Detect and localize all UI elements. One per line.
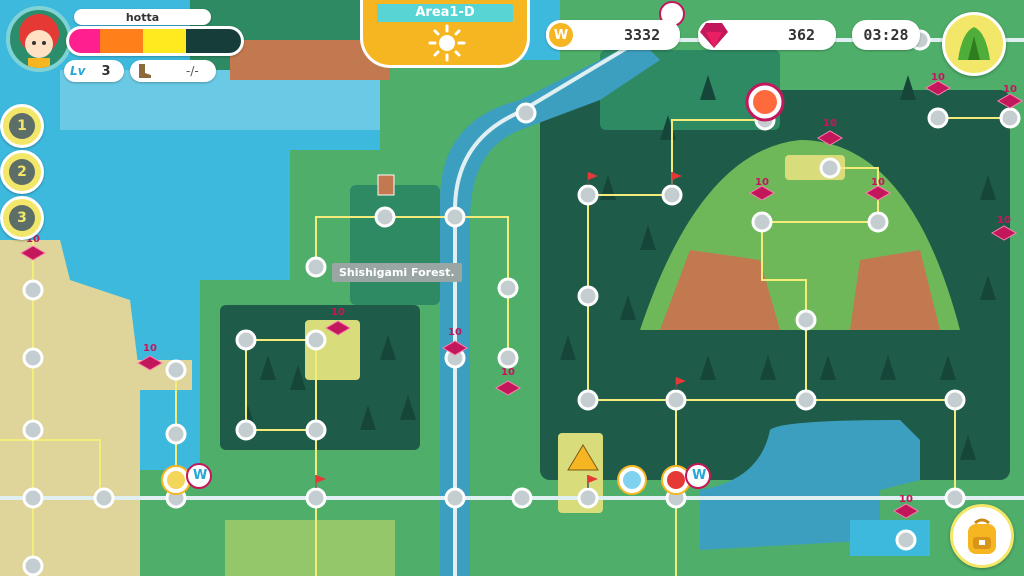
gem-label: 10: [331, 307, 345, 318]
hp-bar: [66, 26, 244, 56]
mountain-rock-right: [850, 250, 940, 330]
backpack-icon: [968, 518, 996, 554]
meadow: [225, 520, 395, 576]
timer-value: 03:28: [863, 26, 909, 44]
flags: [315, 172, 686, 488]
gem-label: 10: [26, 234, 40, 245]
w-badge-letter: W: [193, 468, 208, 483]
coin-symbol: W: [553, 27, 569, 43]
pond: [850, 520, 930, 556]
lake: [700, 420, 920, 550]
gem-label: 10: [931, 72, 945, 83]
forest-block-2: [350, 185, 440, 305]
level-label: Lv: [70, 64, 86, 78]
mountain-rock-left: [660, 250, 780, 330]
pin-number: 1: [9, 113, 35, 139]
avatar-face-icon: [19, 14, 59, 68]
area-panel: Area1-D: [360, 0, 530, 68]
hp-segment: [99, 29, 143, 53]
map-pin-1[interactable]: 1: [0, 104, 44, 148]
trees: [240, 75, 996, 460]
w-badge-letter: W: [692, 468, 707, 483]
gem-label: 10: [501, 367, 515, 378]
gem-label: 10: [899, 494, 913, 505]
camp-button[interactable]: [942, 12, 1006, 76]
gem-counter: 362: [698, 20, 836, 50]
map-pin-3[interactable]: 3: [0, 196, 44, 240]
gem-amount: 362: [788, 26, 816, 44]
gems[interactable]: [20, 80, 1023, 519]
tent-icon[interactable]: [567, 444, 599, 471]
stamina-value: -/-: [186, 64, 199, 78]
player-name: hotta: [125, 10, 160, 24]
tent-icon: [958, 27, 990, 60]
player-name-plate: hotta: [74, 9, 211, 25]
gem-label: 10: [143, 343, 157, 354]
backpack-button[interactable]: [950, 504, 1014, 568]
gem-label: 10: [755, 177, 769, 188]
river: [440, 40, 660, 576]
boot-icon: [139, 64, 151, 78]
gem-label: 10: [1003, 84, 1017, 95]
level-badge: Lv 3: [64, 60, 124, 82]
hp-segment: [142, 29, 186, 53]
gem-label: 10: [871, 177, 885, 188]
gem-label: 10: [997, 215, 1011, 226]
timer: 03:28: [852, 20, 920, 50]
gem-icon: [700, 23, 728, 48]
gem-label: 10: [448, 327, 462, 338]
sun-icon: [428, 24, 466, 62]
pin-number: 2: [9, 159, 35, 185]
signpost-icon: [377, 174, 395, 196]
characters[interactable]: [161, 82, 785, 495]
coin-counter: W 3332: [546, 20, 680, 50]
hp-segment: [185, 29, 241, 53]
location-tooltip: Shishigami Forest.: [332, 263, 462, 282]
gem-label: 10: [823, 118, 837, 129]
pin-number: 3: [9, 205, 35, 231]
map-nodes[interactable]: [22, 29, 1021, 576]
hp-segment: [69, 29, 100, 53]
stamina-badge: -/-: [130, 60, 216, 82]
coin-amount: 3332: [624, 26, 661, 44]
level-value: 3: [101, 63, 111, 79]
player-avatar[interactable]: [6, 6, 72, 72]
map-pin-2[interactable]: 2: [0, 150, 44, 194]
area-title: Area1-D: [377, 4, 513, 22]
coin-icon: W: [546, 20, 576, 50]
